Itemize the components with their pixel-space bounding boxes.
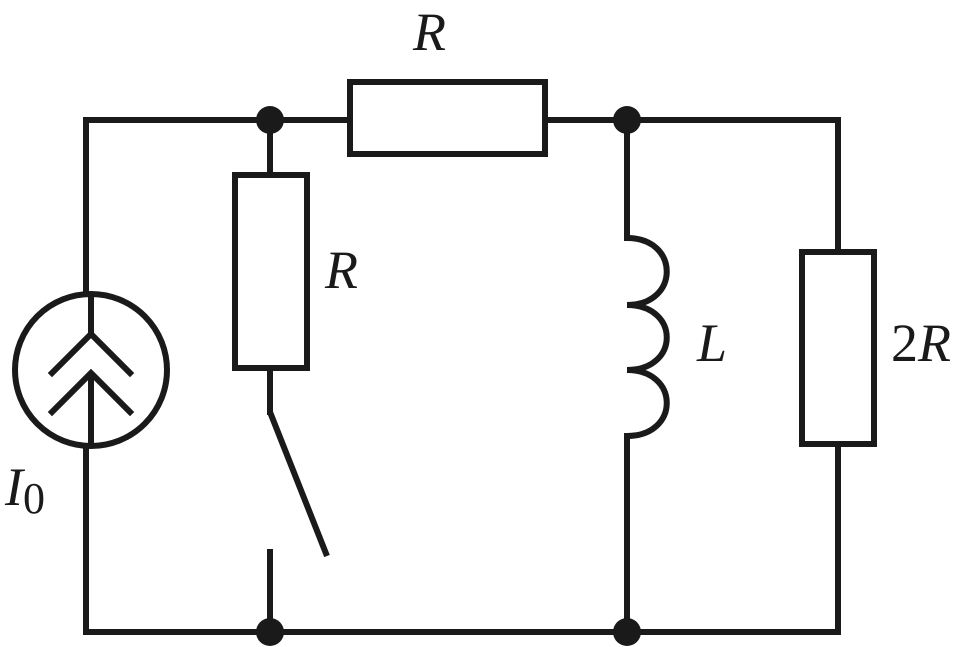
node-bottom-left: [256, 618, 284, 646]
source-symbol: I: [4, 457, 26, 517]
right-resistor-symbol: R: [917, 313, 951, 373]
left-resistor-label: R: [324, 240, 358, 300]
source-chevron-upper: [47, 329, 135, 378]
node-bottom-right: [613, 618, 641, 646]
open-switch-icon: [267, 410, 330, 558]
junction-nodes: [256, 106, 641, 646]
top-resistor: [347, 79, 548, 157]
right-resistor-coefficient: 2: [891, 313, 918, 373]
wires: [83, 117, 841, 635]
top-resistor-label: R: [412, 2, 446, 62]
node-top-left: [256, 106, 284, 134]
right-resistor-label: 2R: [891, 313, 951, 373]
source-chevron-lower: [47, 368, 135, 417]
inductor-label: L: [696, 313, 727, 373]
node-top-right: [613, 106, 641, 134]
left-resistor: [232, 172, 310, 371]
right-resistor: [799, 249, 877, 447]
inductor-coil: [626, 235, 670, 439]
current-source-icon: [12, 291, 170, 449]
source-subscript: 0: [23, 474, 45, 523]
source-label: I0: [4, 457, 45, 523]
